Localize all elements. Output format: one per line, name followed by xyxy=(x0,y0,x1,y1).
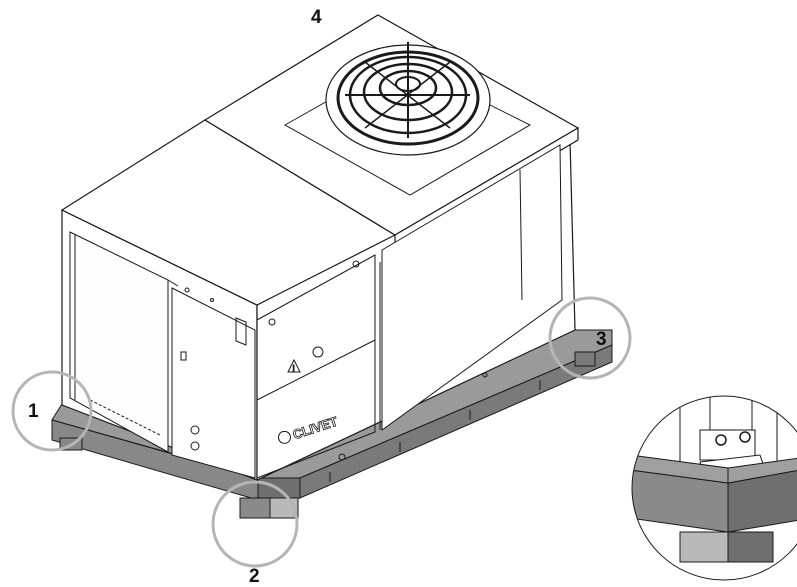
callout-2: 2 xyxy=(249,566,260,587)
detail-magnifier xyxy=(631,395,797,581)
highlight-circles xyxy=(11,296,632,568)
highlight-circle-3 xyxy=(548,296,632,380)
fan xyxy=(283,42,532,196)
callout-1: 1 xyxy=(28,401,39,422)
callout-4: 4 xyxy=(311,7,322,28)
highlight-circle-2 xyxy=(211,480,299,568)
highlight-circle-1 xyxy=(11,370,93,452)
svg-text:!: ! xyxy=(292,364,295,373)
left-panel-details xyxy=(69,231,256,479)
front-panel-details: ! xyxy=(256,144,563,479)
callout-3: 3 xyxy=(596,329,607,350)
